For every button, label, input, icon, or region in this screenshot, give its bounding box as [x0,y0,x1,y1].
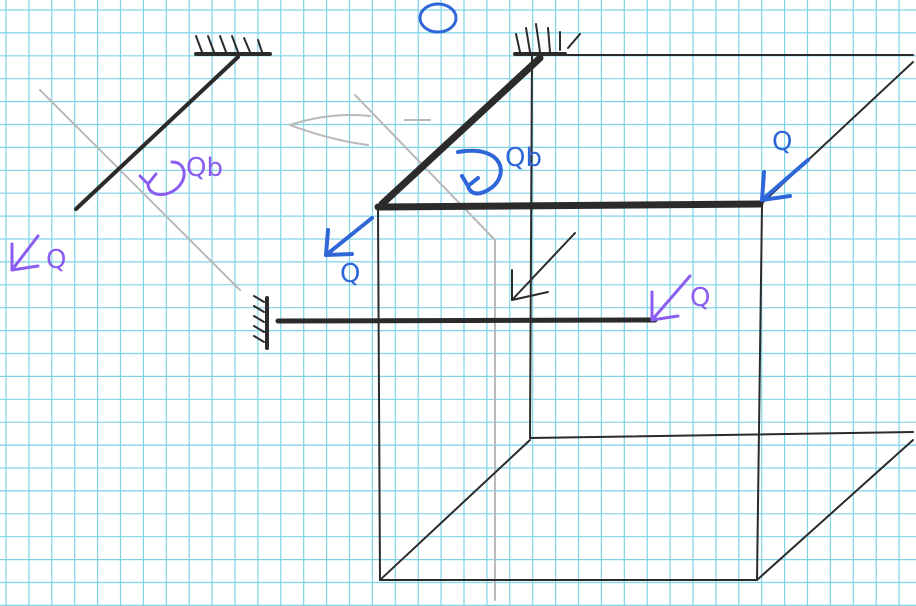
main-diagonal-bar [378,54,544,208]
left-moment: Qb [138,153,223,196]
arrow-icon [760,158,810,202]
left-moment-label: Qb [186,153,223,183]
curved-arrow-icon [456,148,503,196]
left-bar [74,55,240,211]
cantilever-beam [253,295,658,350]
curved-arrow-icon [138,160,186,196]
main-frame [374,23,764,211]
corner-force-label: Q [772,127,792,157]
hatched-wall-icon [515,23,581,53]
arrow-icon [511,232,576,301]
left-force-label: Q [46,245,66,275]
beam-tip-force-label: Q [690,283,710,313]
circle-mark [418,2,458,34]
corner-force: Q [760,127,810,202]
left-member [74,35,272,211]
hatched-wall-icon [253,295,265,343]
arrow-icon [10,234,40,272]
frame-end-force-label: Q [340,259,360,289]
main-moment: Qb [456,143,542,196]
left-force: Q [10,234,66,275]
cantilever-bar [275,317,658,324]
arrow-icon [324,216,374,257]
frame-end-force: Q [324,216,374,289]
main-horizontal-bar [374,200,764,211]
beam-tip-force: Q [650,274,710,322]
main-moment-label: Qb [505,143,542,173]
cube-outline [377,54,914,581]
hatched-wall-icon [195,35,263,53]
arrow-icon [650,274,692,322]
